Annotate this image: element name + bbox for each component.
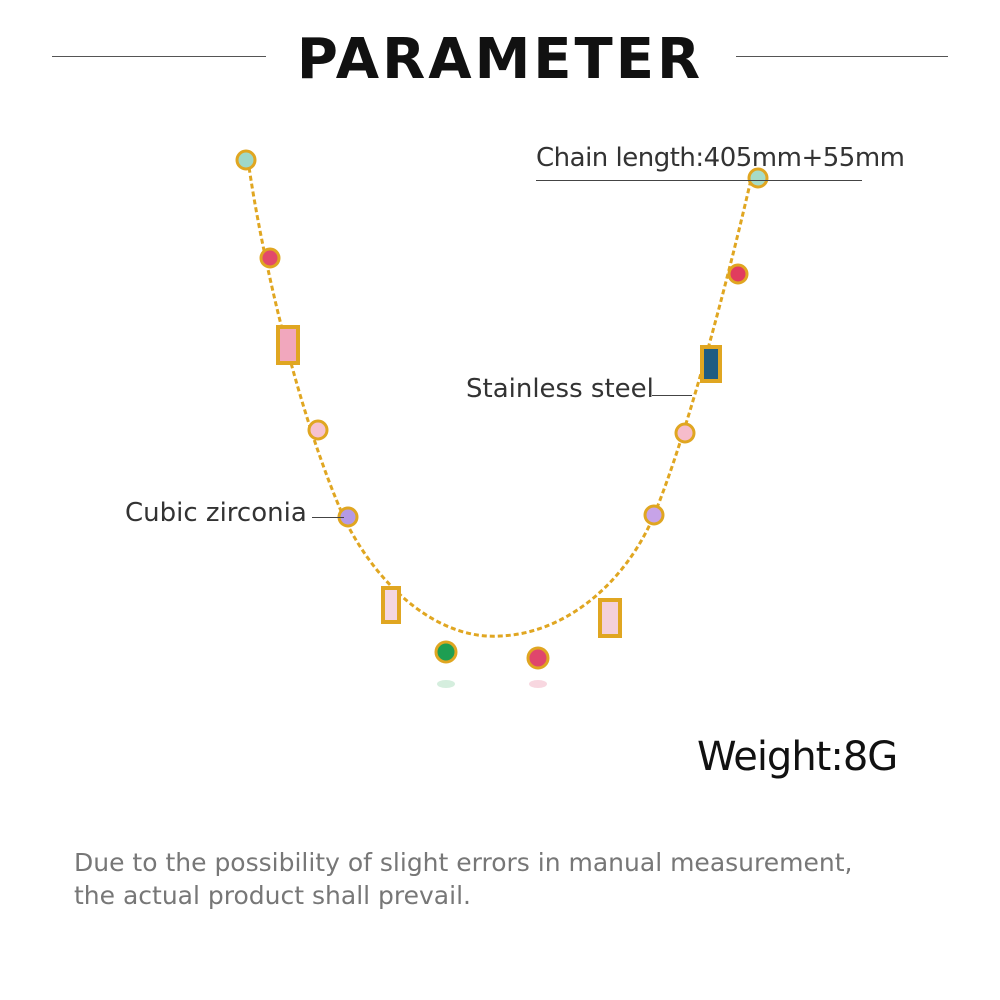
title-rule-right [736,56,948,57]
page-title: PARAMETER [296,27,704,92]
title-rule-left [52,56,266,57]
disclaimer-line-2: the actual product shall prevail. [74,881,471,910]
stone-label: Cubic zirconia [125,498,307,528]
measurement-disclaimer: Due to the possibility of slight errors … [74,846,934,912]
necklace-charms [235,149,769,670]
necklace-chain [246,159,754,638]
stone-leader-line [312,517,344,518]
chain-length-label: Chain length:405mm+55mm [536,143,905,173]
chain-length-leader-line [536,180,862,181]
material-label: Stainless steel [466,374,654,404]
disclaimer-line-1: Due to the possibility of slight errors … [74,848,853,877]
weight-label: Weight:8G [697,734,898,780]
material-leader-line [652,395,692,396]
